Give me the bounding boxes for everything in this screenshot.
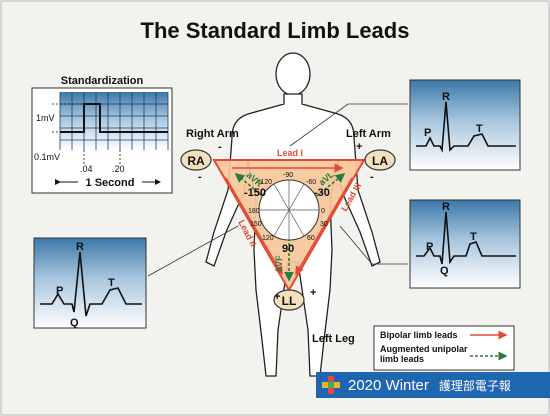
ecg1-p-label: P <box>424 127 431 139</box>
page-title: The Standard Limb Leads <box>141 18 410 43</box>
axis-minus-90: -90 <box>283 172 293 179</box>
ecg3-q-label: Q <box>440 265 449 277</box>
lead-i-label: Lead I <box>277 148 303 158</box>
standardization-panel: Standardization 1mV 0.1mV .04 .20 <box>31 75 173 194</box>
ecg1-r-label: R <box>442 91 450 103</box>
ecg-panel-lead-iii: P Q R T <box>409 199 521 289</box>
ecg-panel-lead-ii: P Q R T <box>33 237 147 329</box>
electrode-ll-label: LL <box>282 294 297 308</box>
ecg1-t-label: T <box>476 123 483 135</box>
avf-label: aVF <box>274 255 284 272</box>
axis-90: 90 <box>282 243 294 255</box>
banner-year: 2020 Winter <box>348 376 429 394</box>
leader-lead-iii <box>339 225 373 265</box>
axis-120: 120 <box>262 235 274 242</box>
sign-ll-plus-right: + <box>310 287 316 299</box>
electrode-ra-label: RA <box>187 154 205 168</box>
axis-150: 150 <box>250 221 262 228</box>
standardization-grid <box>59 92 169 150</box>
legend-bipolar-label: Bipolar limb leads <box>380 330 458 340</box>
axis-180: 180 <box>248 208 260 215</box>
axis-minus-120: -120 <box>258 179 272 186</box>
sign-ra-lower-minus: - <box>198 171 202 183</box>
axis-minus-30: -30 <box>314 187 330 199</box>
sign-la-plus: + <box>356 141 362 153</box>
axis-minus-150: -150 <box>244 187 266 199</box>
standardization-grid-bg <box>60 92 168 150</box>
left-leg-label: Left Leg <box>312 333 355 345</box>
one-second-label: 1 Second <box>86 177 135 189</box>
electrode-la-label: LA <box>372 154 388 168</box>
ecg2-p-label: P <box>56 285 63 297</box>
ecg-panel-lead-i: P R T <box>409 79 521 171</box>
electrode-ll: LL <box>273 289 305 311</box>
leader-lead-i <box>289 103 349 147</box>
tick-04: .04 <box>80 164 93 174</box>
sign-ra-minus: - <box>218 141 222 153</box>
sign-la-lower-minus: - <box>370 171 374 183</box>
one-mv-label: 1mV <box>36 113 55 123</box>
ecg3-t-label: T <box>470 231 477 243</box>
axis-60: 60 <box>307 235 315 242</box>
ecg2-r-label: R <box>76 241 84 253</box>
banner-subtitle: 護理部電子報 <box>438 378 511 393</box>
ecg3-p-label: P <box>426 241 433 253</box>
point-one-mv-label: 0.1mV <box>34 152 60 162</box>
electrode-ra: RA <box>180 149 212 171</box>
right-arm-label: Right Arm <box>186 128 239 140</box>
ecg3-r-label: R <box>442 201 450 213</box>
cross-logo-icon <box>322 376 340 394</box>
left-arm-label: Left Arm <box>346 128 391 140</box>
axis-30: 30 <box>320 221 328 228</box>
tick-20: .20 <box>112 164 125 174</box>
newsletter-banner: 2020 Winter 護理部電子報 <box>316 372 550 398</box>
sign-ll-plus-left: + <box>274 291 280 303</box>
lead-ii-arrow <box>225 177 283 276</box>
hexaxial-reference <box>258 179 320 241</box>
calibration-pulse <box>60 103 168 133</box>
axis-minus-60: -60 <box>306 179 316 186</box>
leader-lead-ii <box>147 225 239 277</box>
ecg2-t-label: T <box>108 277 115 289</box>
standardization-heading: Standardization <box>61 75 144 87</box>
ecg2-q-label: Q <box>70 317 79 329</box>
axis-0: 0 <box>321 208 325 215</box>
electrode-la: LA <box>364 149 396 171</box>
lead-iii-arrow <box>295 177 353 276</box>
